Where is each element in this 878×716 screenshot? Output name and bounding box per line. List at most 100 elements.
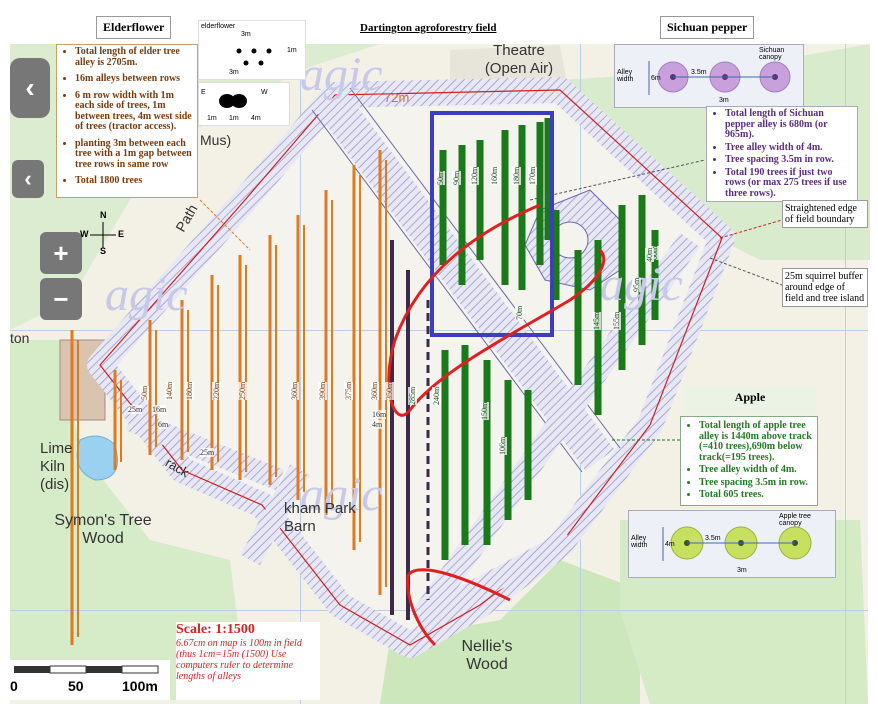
apple-row-length-label: 50m xyxy=(436,170,445,185)
callout-line xyxy=(719,219,783,239)
elder-row-length-label: 250m xyxy=(238,381,247,400)
elder-spacing-label: 25m xyxy=(200,448,215,457)
zoom-out-button[interactable]: − xyxy=(40,278,82,320)
label-nellies-wood: Nellie's Wood xyxy=(461,638,513,673)
elderflower-note: Total length of elder tree alley is 2705… xyxy=(75,46,193,68)
sichuan-spacing-label: 3.5m xyxy=(691,69,707,76)
elder-diagram-label: elderflower xyxy=(201,23,236,30)
apple-note: Total 605 trees. xyxy=(699,489,813,501)
scale-title: Scale: 1:1500 xyxy=(176,622,255,637)
zoom-in-button[interactable]: + xyxy=(40,232,82,274)
elder-row-length-label: 360m xyxy=(290,381,299,400)
label-museum: Mus) xyxy=(200,132,232,148)
apple-row-length-label: 145m xyxy=(592,311,601,330)
elder-diagram-gap: 4m xyxy=(251,115,261,122)
elderflower-note: 6 m row width with 1m each side of trees… xyxy=(75,90,193,133)
elder-row-length-label: 180m xyxy=(185,381,194,400)
apple-row-length-label: 120m xyxy=(470,166,479,185)
apple-title: Apple xyxy=(684,386,816,414)
sichuan-alley-label: Alley width xyxy=(617,69,634,83)
compass-w: W xyxy=(80,229,89,239)
elder-diagram-dim: 1m xyxy=(287,47,297,54)
sichuan-spacing-diagram: Sichuan canopy Alley width 6m 3.5m 3m xyxy=(614,44,804,108)
apple-note: Tree alley width of 4m. xyxy=(699,464,813,476)
buffer-strip xyxy=(414,530,576,630)
elder-row-length-label: 375m xyxy=(344,381,353,400)
sichuan-area-frame xyxy=(430,111,554,337)
woodland-south xyxy=(380,560,640,704)
apple-spacing-label: 3.5m xyxy=(705,535,721,542)
compass-rose: N S W E xyxy=(80,210,126,256)
page-title: Dartington agroforestry field xyxy=(360,22,497,34)
elderflower-notes: Total length of elder tree alley is 2705… xyxy=(56,44,198,198)
label-barn: kham Park Barn xyxy=(284,500,356,535)
sichuan-width-label: 6m xyxy=(651,75,661,82)
scale-bar-hundred: 100m xyxy=(122,678,158,694)
elder-spacing-label: 16m xyxy=(152,405,167,414)
elder-spacing-label: 6m xyxy=(158,420,169,429)
apple-canopy-label: Apple tree canopy xyxy=(779,513,811,527)
elder-spacing-label: 16m xyxy=(372,410,387,419)
elder-spacing-label: 25m xyxy=(128,405,143,414)
elder-diagram-gap: 1m xyxy=(207,115,217,122)
boundary-curve xyxy=(387,203,606,417)
elder-rows xyxy=(70,150,430,645)
apple-row-length-label: 106m xyxy=(498,436,507,455)
apple-row-length-label: 90m xyxy=(452,170,461,185)
buffer-strip xyxy=(240,464,310,566)
elder-diagram-gap: 1m xyxy=(229,115,239,122)
map-back-button[interactable]: ‹ xyxy=(10,58,50,118)
elder-diagram-dim: 3m xyxy=(229,69,239,76)
apple-alley-label: Alley width xyxy=(631,535,648,549)
sichuan-note: Total length of Sichuan pepper alley is … xyxy=(725,108,853,141)
sichuan-notes: Total length of Sichuan pepper alley is … xyxy=(706,106,858,202)
apple-spacing-diagram: Apple tree canopy Alley width 4m 3.5m 3m xyxy=(628,510,836,578)
elderflower-spacing-diagram: elderflower 3m 3m 1m xyxy=(198,20,306,80)
sichuan-note: Tree spacing 3.5m in row. xyxy=(725,154,853,166)
apple-row-length-label: 155m xyxy=(612,311,621,330)
compass-s: S xyxy=(100,246,107,256)
apple-note: Total length of apple tree alley is 1440… xyxy=(699,420,813,463)
apple-width-label: 4m xyxy=(665,541,675,548)
sichuan-row-label: 3m xyxy=(719,97,729,104)
elder-diagram-dim: 3m xyxy=(241,31,251,38)
elderflower-row-diagram: E W 1m 1m 4m xyxy=(198,82,290,126)
apple-note: Tree spacing 3.5m in row. xyxy=(699,477,813,489)
grid-line xyxy=(845,44,846,704)
elderflower-title: Elderflower xyxy=(96,16,172,39)
scale-note: 6.67cm on map is 100m in field (thus 1cm… xyxy=(176,638,302,682)
boundary-curve xyxy=(406,568,511,647)
apple-row-length-label: 160m xyxy=(490,166,499,185)
elderflower-note: Total 1800 trees xyxy=(75,175,193,187)
elder-row-length-label: 390m xyxy=(318,381,327,400)
apple-row-length-label: 170m xyxy=(528,166,537,185)
elder-row-length-label: 220m xyxy=(212,381,221,400)
apple-row-length-label: 240m xyxy=(432,386,441,405)
sichuan-note: Tree alley width of 4m. xyxy=(725,142,853,154)
scale-bar: 0 50 100m xyxy=(10,660,170,700)
apple-rows xyxy=(439,118,659,560)
apple-row-length-label: 180m xyxy=(512,166,521,185)
callout-line xyxy=(199,199,251,251)
apple-row-label: 3m xyxy=(737,567,747,574)
scale-panel: Scale: 1:1500 6.67cm on map is 100m in f… xyxy=(176,622,320,700)
callout-line xyxy=(709,257,783,286)
label-symons-wood: Symon's Tree Wood xyxy=(54,512,152,547)
elder-diagram-east: E xyxy=(201,89,206,96)
scale-bar-fifty: 50 xyxy=(68,678,84,694)
label-ton: ton xyxy=(10,330,30,346)
watermark-text: agic xyxy=(600,258,683,311)
apple-notes: Total length of apple tree alley is 1440… xyxy=(680,416,818,506)
elderflower-note: 16m alleys between rows xyxy=(75,73,193,85)
apple-row-length-label: 95m xyxy=(632,277,641,292)
map-prev-button[interactable]: ‹ xyxy=(12,160,44,198)
elder-row-length-label: 360m xyxy=(370,381,379,400)
watermark-text: agic xyxy=(300,468,383,521)
boundary-callout: Straightened edge of field boundary xyxy=(782,200,868,228)
watermark-text: agic xyxy=(300,48,383,101)
sichuan-title: Sichuan pepper xyxy=(660,16,755,39)
watermark-text: agic xyxy=(105,268,188,321)
compass-n: N xyxy=(100,210,107,220)
elder-row-length-label: 50m xyxy=(140,385,149,400)
scale-bar-zero: 0 xyxy=(10,678,18,694)
